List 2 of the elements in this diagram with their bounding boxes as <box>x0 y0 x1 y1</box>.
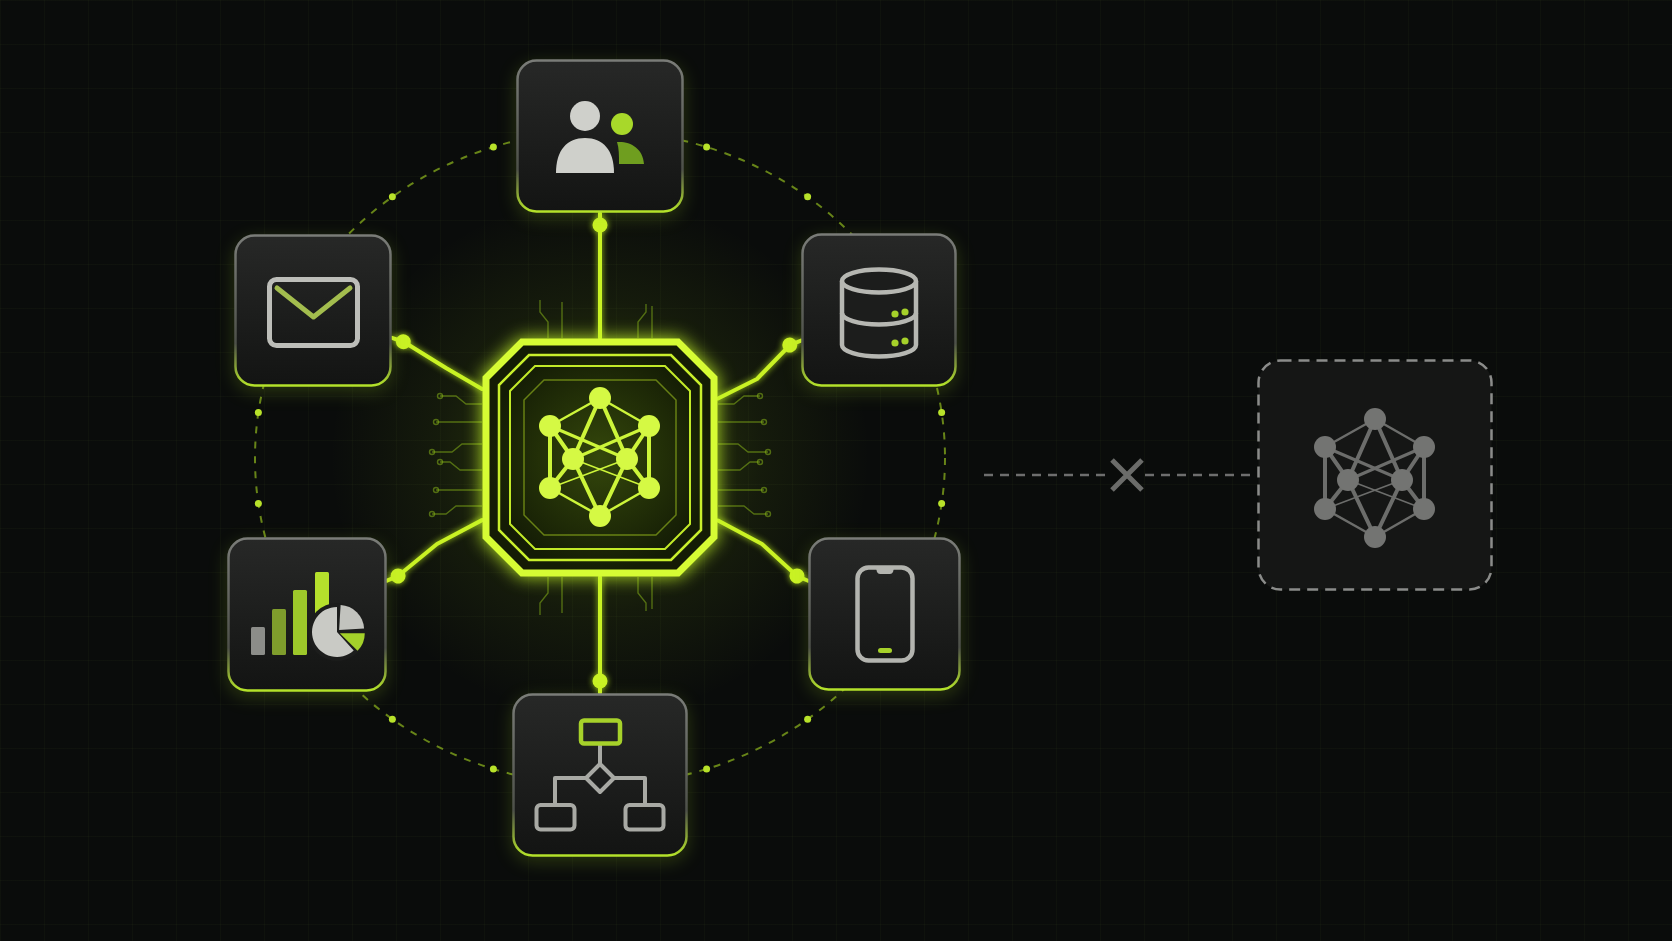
dashed-tile <box>1257 359 1493 591</box>
cross-icon <box>1109 457 1145 493</box>
